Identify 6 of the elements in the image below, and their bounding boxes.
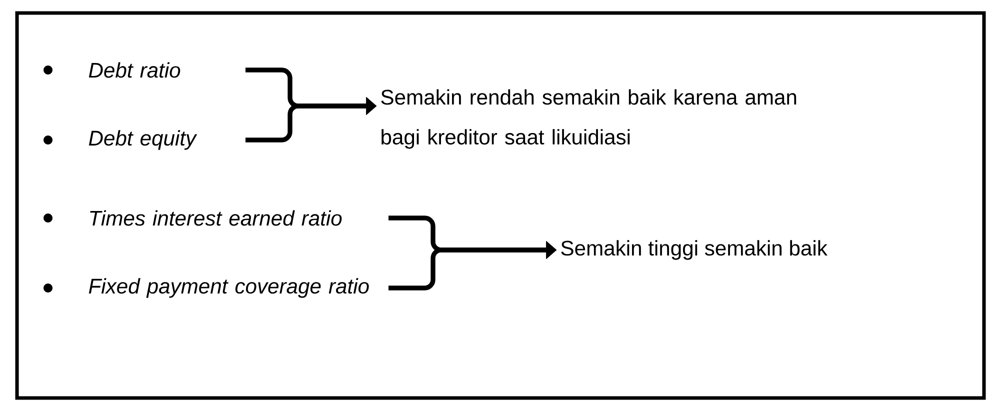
ratio-label: Times interest earned ratio [90,210,342,226]
note-text: Semakin rendah semakin baik karena aman bagi kreditor saat likuidiasi [381,89,796,149]
ratio-label: Debt equity [88,130,198,150]
note-text: Semakin tinggi semakin baik [561,240,828,260]
ratio-label: Debt ratio [88,62,180,78]
ratio-label: Fixed payment coverage ratio [88,278,369,298]
